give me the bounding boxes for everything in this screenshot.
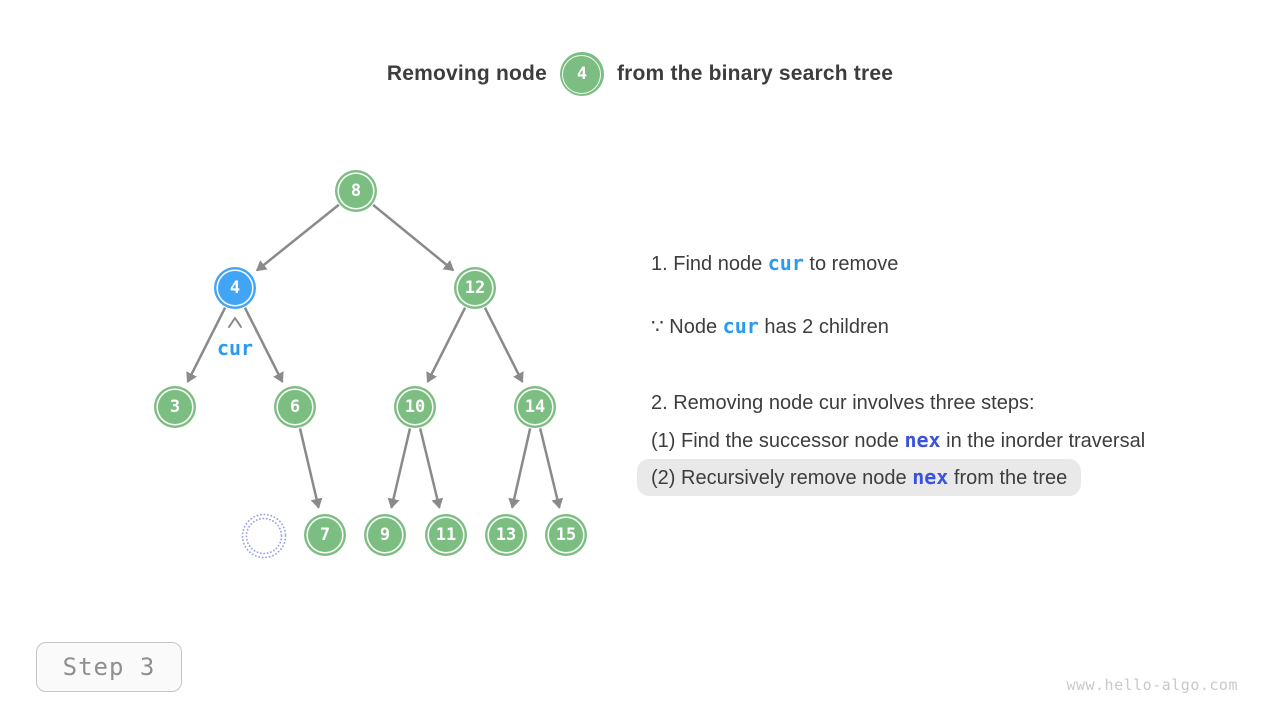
tree-node-15: 15 — [545, 514, 587, 556]
svg-text:7: 7 — [320, 525, 330, 545]
tree-edge-n8-n4 — [256, 203, 340, 272]
title-suffix: from the binary search tree — [616, 62, 894, 85]
note-text: has 2 children — [758, 316, 889, 338]
note-text: (2) Recursively remove node — [651, 467, 913, 489]
note-text: in the inorder traversal — [940, 430, 1146, 452]
variable-nex: nex — [912, 465, 949, 489]
tree-edge-n14-n13 — [508, 428, 532, 509]
svg-text:10: 10 — [405, 397, 425, 417]
tree-node-14: 14 — [514, 386, 556, 428]
tree-node-3: 3 — [154, 386, 196, 428]
cur-pointer-arrow-icon — [228, 317, 242, 328]
svg-text:4: 4 — [230, 278, 240, 298]
variable-nex: nex — [904, 428, 941, 452]
tree-node-7: 7 — [304, 514, 346, 556]
tree-edge-n12-n10 — [426, 307, 467, 383]
tree-node-6: 6 — [274, 386, 316, 428]
cur-pointer-label: cur — [217, 336, 253, 360]
notes-panel: 1. Find node cur to remove ∵ Node cur has… — [637, 248, 1267, 496]
tree-edge-n14-n15 — [538, 428, 564, 509]
tree-node-10: 10 — [394, 386, 436, 428]
note-text: ∵ Node — [651, 316, 723, 338]
note-line-3: 2. Removing node cur involves three step… — [637, 388, 1035, 418]
title-prefix: Removing node — [386, 62, 547, 85]
tree-edge-n4-n6 — [243, 307, 284, 383]
title-node-circle: 4 — [559, 52, 604, 96]
svg-text:14: 14 — [525, 397, 545, 417]
tree-edge-n12-n14 — [483, 307, 524, 383]
note-text: 2. Removing node cur involves three step… — [651, 392, 1035, 414]
step-badge-label: Step 3 — [62, 653, 156, 681]
svg-text:8: 8 — [351, 181, 361, 201]
removed-node-placeholder — [241, 513, 287, 559]
note-text: (1) Find the successor node — [651, 430, 905, 452]
tree-edge-n4-n3 — [186, 307, 227, 383]
variable-cur: cur — [767, 251, 804, 275]
svg-text:13: 13 — [496, 525, 516, 545]
svg-text:12: 12 — [465, 278, 485, 298]
note-line-2: ∵ Node cur has 2 children — [637, 311, 889, 342]
tree-node-13: 13 — [485, 514, 527, 556]
tree-node-8: 8 — [335, 170, 377, 212]
diagram-title: Removing node 4 from the binary search t… — [0, 50, 1280, 98]
svg-text:6: 6 — [290, 397, 300, 417]
note-text: 1. Find node — [651, 253, 768, 275]
tree-edge-n8-n12 — [372, 203, 455, 272]
svg-text:9: 9 — [380, 525, 390, 545]
note-line-5: (2) Recursively remove node nex from the… — [637, 459, 1082, 496]
svg-text:11: 11 — [436, 525, 456, 545]
note-line-1: 1. Find node cur to remove — [637, 248, 898, 279]
note-line-4: (1) Find the successor node nex in the i… — [637, 425, 1145, 456]
tree-node-12: 12 — [454, 267, 496, 309]
tree-node-4: 4 — [214, 267, 256, 309]
watermark-url: www.hello-algo.com — [1066, 676, 1238, 694]
tree-edge-n10-n11 — [418, 428, 444, 509]
svg-text:3: 3 — [170, 397, 180, 417]
tree-edge-n10-n9 — [387, 428, 412, 509]
svg-text:15: 15 — [556, 525, 576, 545]
tree-node-11: 11 — [425, 514, 467, 556]
variable-cur: cur — [722, 314, 759, 338]
step-badge: Step 3 — [36, 642, 182, 692]
note-text: to remove — [803, 253, 899, 275]
tree-edge-n6-n7 — [298, 428, 323, 509]
tree-node-9: 9 — [364, 514, 406, 556]
title-node-inner-ring — [562, 54, 602, 94]
note-text: from the tree — [948, 467, 1068, 489]
